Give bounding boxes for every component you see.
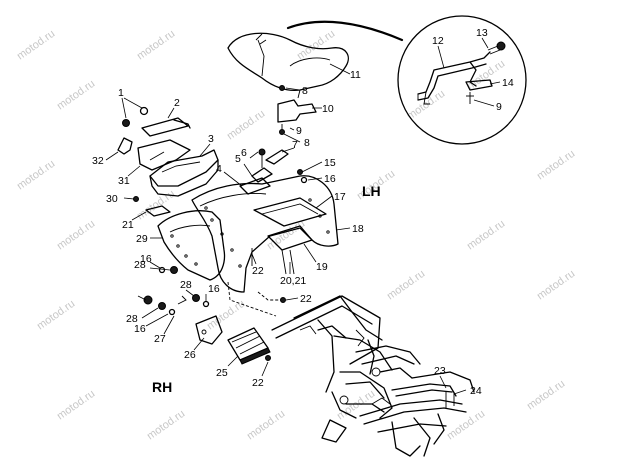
watermark: motod.ru (525, 378, 567, 413)
callout-30: 30 (106, 193, 118, 205)
seat-bracket (277, 85, 317, 135)
callout-20-21: 20,21 (280, 275, 306, 287)
callout-27: 27 (154, 333, 166, 345)
watermark: motod.ru (35, 298, 77, 333)
callout-18: 18 (352, 223, 364, 235)
callout-10: 10 (322, 103, 334, 115)
callout-labels: 1 2 3 4 5 6 7 8 8 9 9 10 11 12 13 14 15 … (92, 27, 514, 397)
callout-11: 11 (350, 69, 361, 81)
inset-connector-line (286, 20, 404, 42)
callout-16-lower: 16 (134, 323, 146, 335)
callout-1: 1 (118, 87, 124, 99)
rh-footrest (143, 266, 271, 365)
watermark: motod.ru (15, 28, 57, 63)
watermark: motod.ru (335, 388, 377, 423)
watermark: motod.ru (245, 408, 287, 443)
callout-5: 5 (235, 153, 241, 165)
watermark: motod.ru (385, 268, 427, 303)
watermark: motod.ru (535, 148, 577, 183)
watermark: motod.ru (535, 268, 577, 303)
callout-21: 21 (122, 219, 134, 231)
callout-15: 15 (324, 157, 336, 169)
callout-8-lower: 8 (304, 137, 310, 149)
callout-22-top: 22 (252, 265, 264, 277)
callout-17: 17 (334, 191, 346, 203)
callout-24: 24 (470, 385, 482, 397)
callout-8-upper: 8 (302, 85, 308, 97)
detail-inset (397, 15, 527, 145)
frame (271, 295, 475, 457)
callout-29: 29 (136, 233, 148, 245)
side-label-rh: RH (152, 379, 172, 395)
callout-32: 32 (92, 155, 104, 167)
callout-14: 14 (502, 77, 514, 89)
callout-16-right: 16 (324, 173, 336, 185)
watermark: motod.ru (465, 218, 507, 253)
callout-3: 3 (208, 133, 214, 145)
watermark: motod.ru (205, 298, 247, 333)
callout-6: 6 (241, 147, 247, 159)
callout-9-main: 9 (296, 125, 302, 137)
watermark: motod.ru (145, 408, 187, 443)
watermark: motod.ru (55, 388, 97, 423)
callout-28-lower: 28 (126, 313, 138, 325)
callout-19: 19 (316, 261, 328, 273)
callout-22-mid: 22 (300, 293, 312, 305)
watermark: motod.ru (135, 28, 177, 63)
callout-26: 26 (184, 349, 196, 361)
callout-2: 2 (174, 97, 180, 109)
callout-28-mid: 28 (180, 279, 192, 291)
callout-22-bottom: 22 (252, 377, 264, 389)
watermark: motod.ru (55, 78, 97, 113)
callout-31: 31 (118, 175, 130, 187)
watermark: motod.ru (55, 218, 97, 253)
callout-16-left: 16 (140, 253, 152, 265)
callout-25: 25 (216, 367, 228, 379)
callout-28-upper: 28 (134, 259, 146, 271)
side-label-lh: LH (362, 183, 381, 199)
callout-12: 12 (432, 35, 444, 47)
callout-13: 13 (476, 27, 488, 39)
callout-23: 23 (434, 365, 446, 377)
callout-4: 4 (216, 163, 222, 175)
seat (227, 32, 349, 99)
callout-9-inset: 9 (496, 101, 502, 113)
watermark: motod.ru (15, 158, 57, 193)
callout-7: 7 (292, 139, 298, 151)
watermark: motod.ru (445, 408, 487, 443)
watermark: motod.ru (225, 108, 267, 143)
callout-16-mid: 16 (208, 283, 220, 295)
fender-brace (251, 225, 313, 275)
rear-fender (191, 148, 339, 293)
